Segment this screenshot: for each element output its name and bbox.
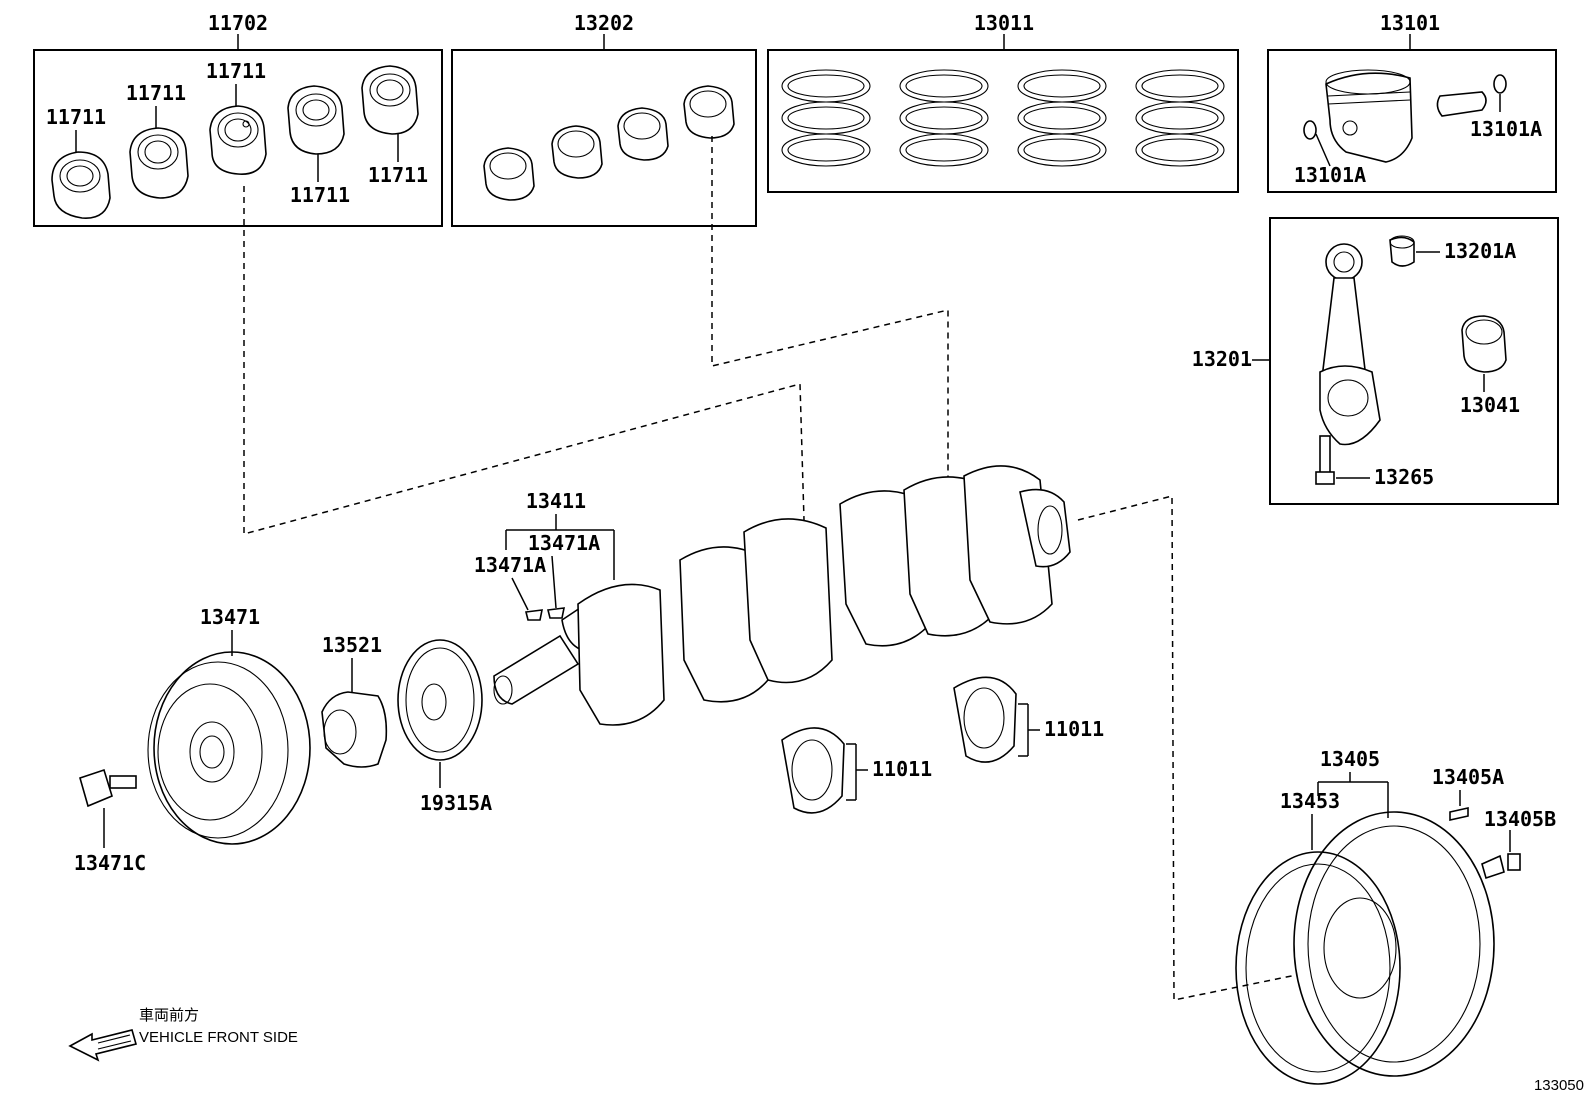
rod-bolt (1315, 435, 1335, 485)
label-11711-a: 11711 (46, 105, 106, 129)
main-bearing-shell-2 (129, 127, 189, 199)
front-note-english: VEHICLE FRONT SIDE (139, 1029, 298, 1046)
label-13202: 13202 (574, 11, 634, 35)
conrod-bearing-shell-1 (483, 147, 535, 201)
label-13101a-right: 13101A (1470, 117, 1542, 141)
crankshaft (493, 465, 1071, 726)
connecting-rod-group: 13201 13201A 13041 13265 (1192, 217, 1559, 505)
conrod-bearing-leader (711, 136, 949, 484)
piston-ring-frame (767, 49, 1239, 193)
flywheel-pin (1449, 807, 1469, 821)
crank-pulley (147, 651, 311, 845)
piston-pin (1436, 91, 1487, 117)
conrod-bearing-set-group: 13202 (451, 11, 757, 227)
piston-ring-set-1 (781, 69, 871, 167)
label-13521: 13521 (322, 633, 382, 657)
main-bearing-shell-3 (209, 105, 267, 175)
thrust-washer-front (781, 727, 845, 814)
label-13201a: 13201A (1444, 239, 1516, 263)
main-bearing-shell-1 (51, 151, 111, 219)
label-13405: 13405 (1320, 747, 1380, 771)
front-direction-arrow-icon (68, 1029, 137, 1062)
flywheel-leader (1077, 495, 1351, 1001)
label-11711-b: 11711 (126, 81, 186, 105)
label-13471: 13471 (200, 605, 260, 629)
label-13471a-a: 13471A (528, 531, 600, 555)
conrod-bearing-shell-2 (551, 125, 603, 179)
crank-key-2 (547, 607, 566, 619)
label-13101a-left: 13101A (1294, 163, 1366, 187)
crank-keys-group: 13411 13471A 13471A (474, 489, 615, 621)
ring-gear (1235, 851, 1401, 1085)
vehicle-front-note: 車両前方 VEHICLE FRONT SIDE (68, 1007, 298, 1062)
snap-ring-right (1493, 74, 1507, 94)
label-11711-d: 11711 (290, 183, 350, 207)
label-11011-rear: 11011 (1044, 717, 1104, 741)
label-13405b: 13405B (1484, 807, 1556, 831)
label-13041: 13041 (1460, 393, 1520, 417)
label-13201: 13201 (1192, 347, 1252, 371)
piston-ring-set-4 (1135, 69, 1225, 167)
piston (1325, 69, 1413, 163)
conrod-bearing-shell-4 (683, 85, 735, 139)
main-bearing-leader (243, 186, 805, 535)
front-note-japanese: 車両前方 (139, 1007, 199, 1024)
sensor-plate (397, 639, 483, 761)
label-11711-e: 11711 (368, 163, 428, 187)
label-13101: 13101 (1380, 11, 1440, 35)
timing-gear (321, 691, 388, 768)
rod-bearing (1461, 315, 1507, 373)
main-bearing-shell-5 (361, 65, 419, 135)
label-19315a: 19315A (420, 791, 492, 815)
label-13471a-b: 13471A (474, 553, 546, 577)
conrod-bearing-shell-3 (617, 107, 669, 161)
figure-number: 133050 (1534, 1077, 1584, 1094)
piston-ring-set-3 (1017, 69, 1107, 167)
rod-bushing (1389, 235, 1415, 267)
crank-key-1 (525, 609, 544, 621)
label-13405a: 13405A (1432, 765, 1504, 789)
piston-ring-set-group: 13011 (767, 11, 1239, 193)
label-13265: 13265 (1374, 465, 1434, 489)
label-13471c: 13471C (74, 851, 146, 875)
piston-subassy-group: 13101 13101A 13101A (1267, 11, 1557, 193)
label-11711-c: 11711 (206, 59, 266, 83)
flywheel-bolt (1481, 853, 1521, 880)
piston-ring-set-2 (899, 69, 989, 167)
conrod-frame (1269, 217, 1559, 505)
pulley-bolt (79, 768, 137, 808)
label-11011-front: 11011 (872, 757, 932, 781)
flywheel (1293, 811, 1495, 1077)
label-13411: 13411 (526, 489, 586, 513)
piston-frame (1267, 49, 1557, 193)
connecting-rod (1319, 243, 1381, 446)
snap-ring-left (1303, 120, 1317, 140)
label-13453: 13453 (1280, 789, 1340, 813)
label-11702: 11702 (208, 11, 268, 35)
main-bearing-shell-4 (287, 85, 345, 155)
label-13011: 13011 (974, 11, 1034, 35)
thrust-washer-rear (953, 676, 1017, 763)
main-bearing-set-group: 11702 11711 11711 (33, 11, 443, 227)
